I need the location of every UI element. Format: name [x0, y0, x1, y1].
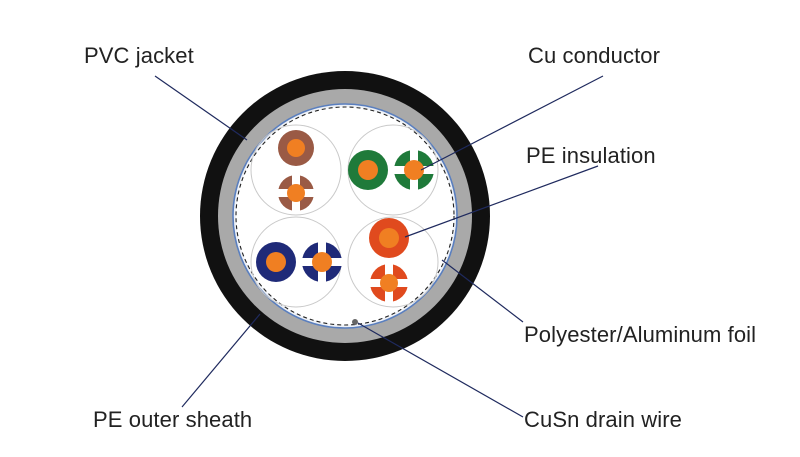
pair-outline-brown [250, 124, 342, 216]
leader-lines [154, 75, 604, 418]
leader-foil [441, 259, 524, 323]
orange-wire-solid-conductor [379, 228, 399, 248]
brown-wire-striped-conductor [287, 184, 305, 202]
leader-pe-outer-sheath [181, 313, 261, 408]
label-polyester-aluminum-foil: Polyester/Aluminum foil [524, 322, 757, 347]
blue-wire-solid-conductor [266, 252, 286, 272]
cable-core [235, 106, 455, 326]
green-wire-striped-conductor [404, 160, 424, 180]
green-wire-solid-conductor [358, 160, 378, 180]
label-cu-conductor: Cu conductor [528, 43, 661, 68]
leader-pe-insulation [404, 165, 599, 238]
label-cusn-drain-wire: CuSn drain wire [524, 407, 683, 432]
label-pvc-jacket: PVC jacket [84, 43, 194, 68]
orange-wire-striped-conductor [380, 274, 398, 292]
leader-cu-conductor [420, 75, 604, 171]
leader-drain-wire [357, 322, 524, 418]
leader-pvc-jacket [154, 75, 248, 141]
brown-wire-solid-conductor [287, 139, 305, 157]
blue-wire-striped-conductor [312, 252, 332, 272]
drain-wire [352, 319, 358, 325]
label-pe-insulation: PE insulation [526, 143, 656, 168]
pair-outline-orange [347, 216, 439, 308]
label-pe-outer-sheath: PE outer sheath [93, 407, 253, 432]
